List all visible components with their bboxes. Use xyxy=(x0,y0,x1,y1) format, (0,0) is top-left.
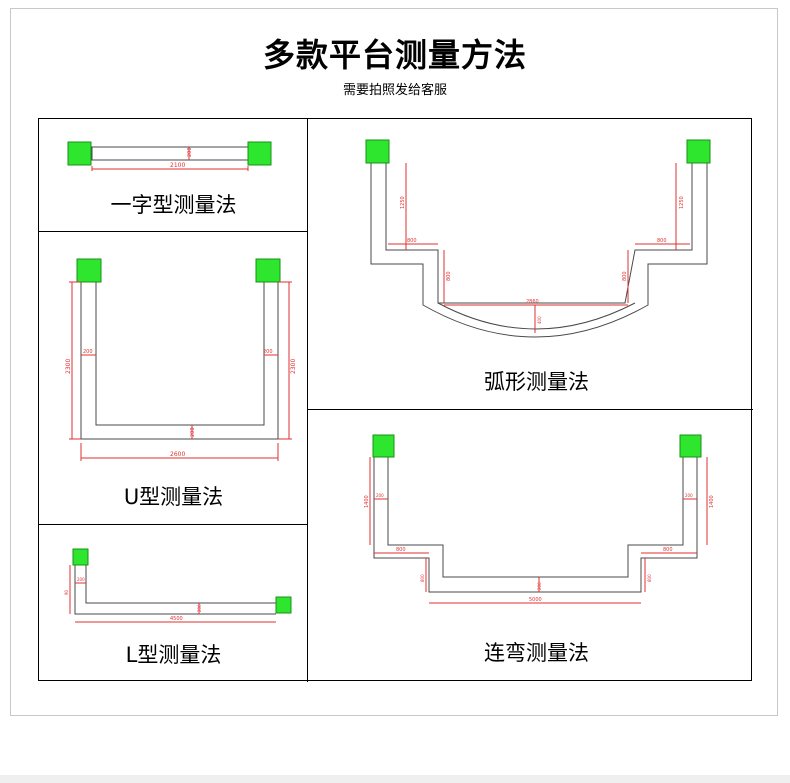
dim-label: 800 xyxy=(407,238,417,244)
dim-label: 200 xyxy=(77,577,85,582)
dim-label: 2600 xyxy=(170,451,185,458)
post-right xyxy=(247,141,272,166)
dim-label: 1250 xyxy=(400,196,406,209)
post-left xyxy=(67,141,92,166)
dim-label: 200 xyxy=(197,604,202,612)
page-title: 多款平台测量方法 xyxy=(262,36,527,74)
post-left xyxy=(372,434,395,458)
dim-label: 200 xyxy=(190,427,196,437)
rail-arc-inner xyxy=(437,302,636,330)
panel-u-shape: 2300 2300 200 200 200 2600 U型测量法 xyxy=(39,232,308,525)
footer-strip xyxy=(0,775,790,783)
l-shape-diagram: 90 200 200 4500 xyxy=(64,548,292,623)
dim-label: 2100 xyxy=(170,162,185,169)
dim-label: 200 xyxy=(83,349,93,355)
rail-outer xyxy=(370,163,708,338)
post-left xyxy=(76,258,102,283)
page-subtitle: 需要拍照发给客服 xyxy=(342,83,447,98)
panel-caption: 连弯测量法 xyxy=(484,641,589,665)
rail-outer xyxy=(74,565,276,615)
continuous-diagram: 1400 1400 200 200 800 800 800 800 200 50… xyxy=(364,434,715,604)
dim-label: 1400 xyxy=(709,495,715,508)
u-shape-diagram: 2300 2300 200 200 200 2600 xyxy=(65,258,297,461)
rail-inner xyxy=(387,457,684,578)
panel-arc: 1250 1250 800 800 800 800 2860 400 弧形测量法 xyxy=(308,119,753,410)
post-right xyxy=(275,596,292,614)
panel-straight: 2100 200 一字型测量法 xyxy=(39,119,308,232)
panel-caption: 弧形测量法 xyxy=(484,370,589,394)
post-left xyxy=(365,139,390,164)
content-frame xyxy=(10,8,778,716)
panel-caption: 一字型测量法 xyxy=(110,193,237,217)
dim-label: 1250 xyxy=(679,196,685,209)
rail-inner xyxy=(95,282,265,426)
dim-label: 200 xyxy=(685,493,693,498)
dim-label: 200 xyxy=(187,147,193,157)
arc-diagram: 1250 1250 800 800 800 800 2860 400 xyxy=(365,139,711,338)
dim-label: 800 xyxy=(420,574,425,582)
dim-label: 200 xyxy=(537,582,542,590)
rail-inner xyxy=(385,163,693,304)
panel-caption: L型测量法 xyxy=(125,643,222,667)
dim-label: 5000 xyxy=(529,597,542,603)
dim-label: 1400 xyxy=(364,495,370,508)
diagram-grid: 2100 200 一字型测量法 2300 2300 200 200 xyxy=(38,118,753,682)
straight-diagram: 2100 200 xyxy=(67,141,272,171)
panel-caption: U型测量法 xyxy=(123,485,224,509)
dim-label: 200 xyxy=(263,349,273,355)
dim-label: 800 xyxy=(622,271,628,281)
post-left xyxy=(72,548,89,566)
dim-label: 800 xyxy=(647,574,652,582)
dim-label: 2860 xyxy=(526,299,539,305)
panel-l-shape: 90 200 200 4500 L型测量法 xyxy=(39,525,308,682)
dim-label: 4500 xyxy=(170,616,183,622)
dim-label: 200 xyxy=(376,493,384,498)
dim-label: 2300 xyxy=(290,359,297,374)
post-right xyxy=(255,258,281,283)
rail-outer xyxy=(373,457,698,593)
dim-label: 90 xyxy=(64,589,69,595)
panel-continuous: 1400 1400 200 200 800 800 800 800 200 50… xyxy=(308,410,753,682)
dim-label: 800 xyxy=(396,547,406,553)
rail xyxy=(91,146,249,161)
post-right xyxy=(679,434,702,458)
rail-inner xyxy=(85,565,276,604)
dim-label: 800 xyxy=(663,547,673,553)
dim-label: 400 xyxy=(537,316,542,324)
dim-label: 800 xyxy=(446,271,452,281)
dim-label: 800 xyxy=(657,238,667,244)
dim-label: 2300 xyxy=(65,359,72,374)
rail-outer xyxy=(80,282,279,440)
post-right xyxy=(686,139,711,164)
